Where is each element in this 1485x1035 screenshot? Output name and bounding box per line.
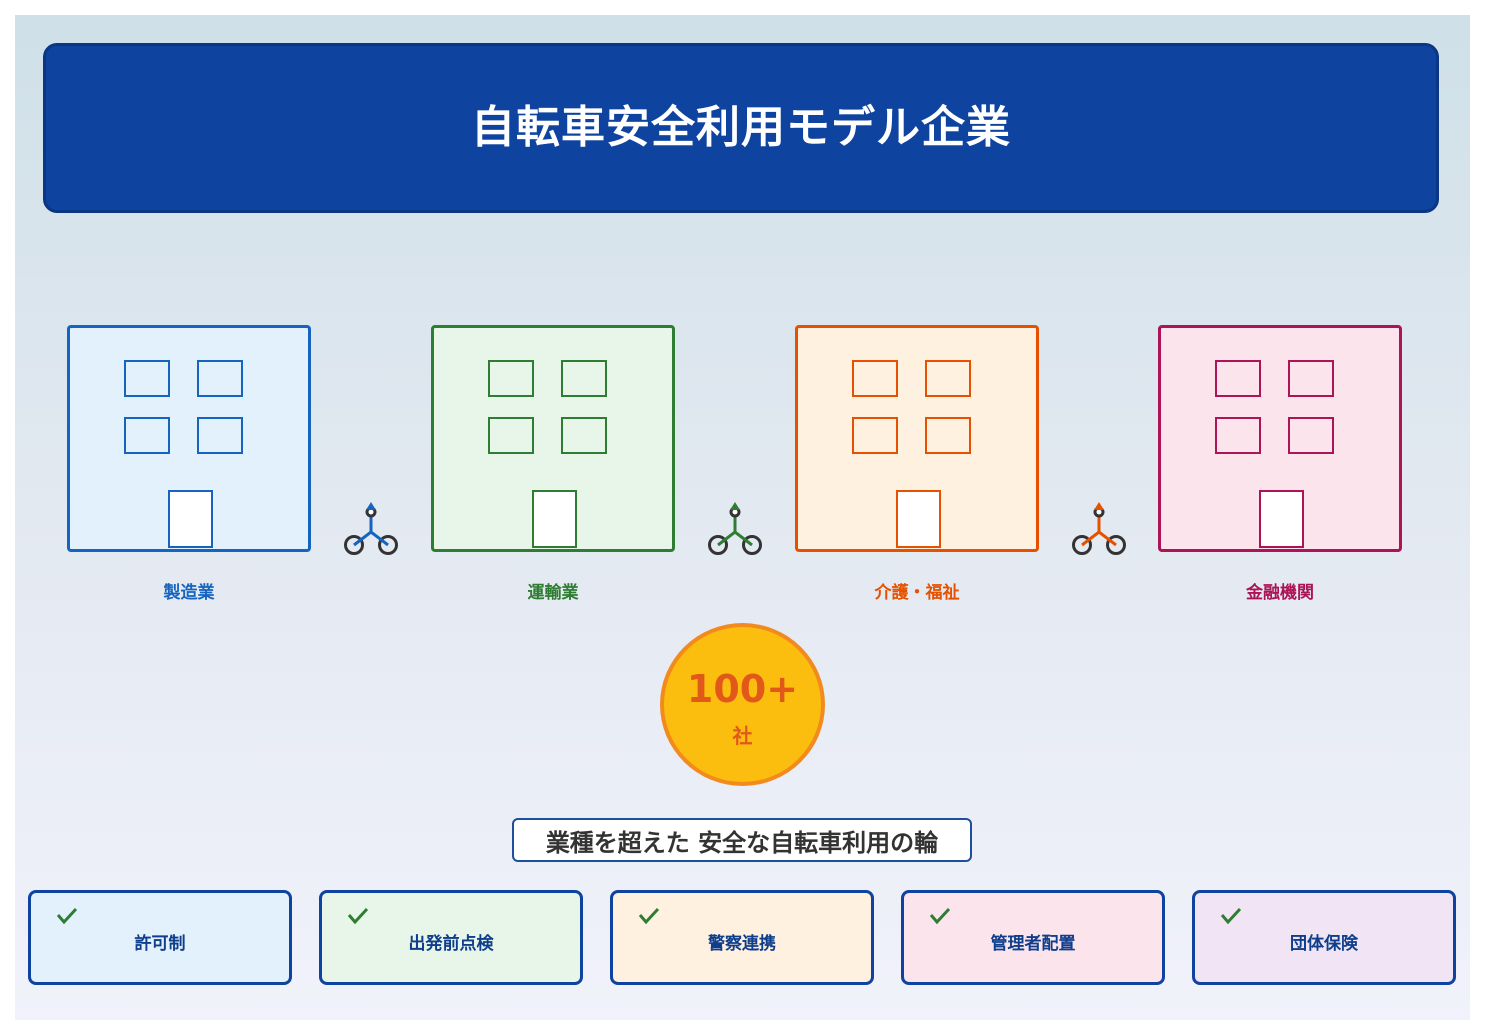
window (561, 360, 607, 397)
door (532, 490, 577, 548)
card-label: 団体保険 (1290, 934, 1358, 954)
card-label: 許可制 (134, 934, 186, 954)
window (488, 417, 534, 454)
badge-number: 100+ (686, 667, 799, 711)
bicycle-icon (344, 502, 398, 555)
page-title: 自転車安全利用モデル企業 (471, 102, 1011, 153)
window (1288, 360, 1334, 397)
card-label: 管理者配置 (990, 934, 1076, 954)
badge-unit: 社 (732, 724, 753, 748)
subtitle: 業種を超えた 安全な自転車利用の輪 (545, 828, 939, 857)
building-label-care-welfare: 介護・福祉 (874, 583, 960, 603)
feature-card-inspection: 出発前点検 (319, 890, 583, 985)
title-banner: 自転車安全利用モデル企業 (43, 43, 1439, 213)
subtitle-box: 業種を超えた 安全な自転車利用の輪 (512, 818, 972, 862)
window (852, 417, 898, 454)
window (488, 360, 534, 397)
window (852, 360, 898, 397)
card-label: 警察連携 (708, 934, 776, 954)
window (1215, 417, 1261, 454)
door (896, 490, 941, 548)
check-icon (929, 907, 951, 925)
building-care-welfare (795, 325, 1039, 552)
building-label-transport: 運輸業 (527, 583, 579, 603)
window (197, 417, 243, 454)
building-label-finance: 金融機関 (1246, 583, 1314, 603)
building-finance (1158, 325, 1402, 552)
company-count-badge: 100+ 社 (660, 623, 825, 786)
feature-card-manager: 管理者配置 (901, 890, 1165, 985)
bicycle-icon (708, 502, 762, 555)
check-icon (1220, 907, 1242, 925)
feature-card-police: 警察連携 (610, 890, 874, 985)
door (1259, 490, 1304, 548)
door (168, 490, 213, 548)
window (197, 360, 243, 397)
check-icon (638, 907, 660, 925)
window (1288, 417, 1334, 454)
window (925, 417, 971, 454)
feature-card-insurance: 団体保険 (1192, 890, 1456, 985)
window (124, 417, 170, 454)
window (124, 360, 170, 397)
card-label: 出発前点検 (408, 934, 494, 954)
building-label-manufacturing: 製造業 (163, 583, 215, 603)
window (1215, 360, 1261, 397)
check-icon (347, 907, 369, 925)
building-manufacturing (67, 325, 311, 552)
check-icon (56, 907, 78, 925)
window (925, 360, 971, 397)
building-transport (431, 325, 675, 552)
bicycle-icon (1072, 502, 1126, 555)
window (561, 417, 607, 454)
feature-card-permission: 許可制 (28, 890, 292, 985)
